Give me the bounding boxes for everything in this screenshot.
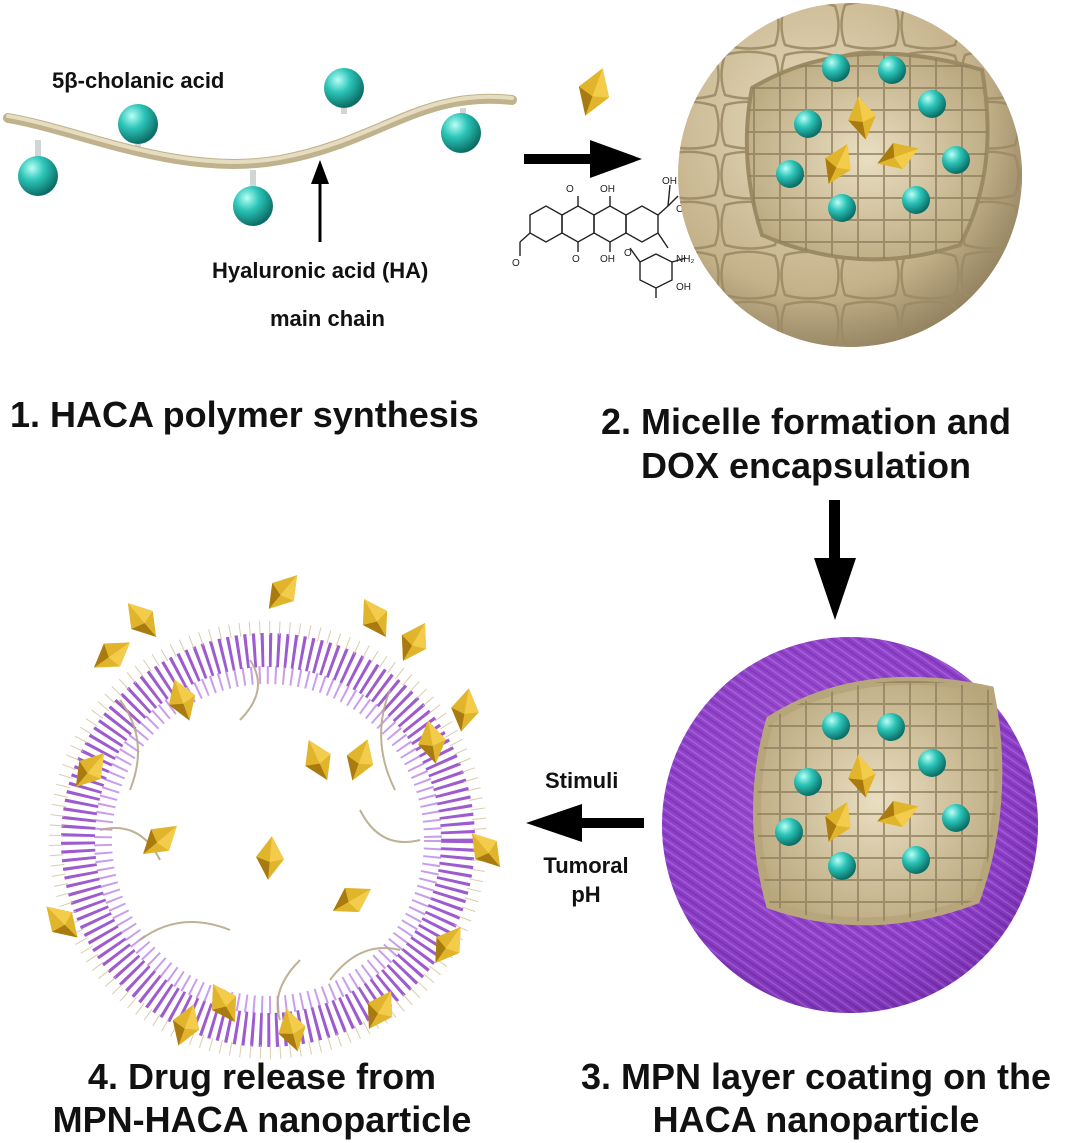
chem-label-oh-2: OH: [600, 254, 615, 265]
ph-label: pH: [571, 882, 601, 907]
step-4-title-line1: 4. Drug release from: [87, 1056, 437, 1097]
cholanic-beads: [18, 68, 481, 226]
nanoparticle-core-beads: [775, 712, 970, 880]
drug-release-particle: [36, 566, 511, 1059]
dox-chemical-structure: O OH O OH O OH OH O NH₂ OH O: [512, 176, 694, 298]
cholanic-acid-label: 5β-cholanic acid: [52, 68, 225, 93]
haca-polymer: [3, 68, 517, 242]
process-arrow-left: [526, 804, 644, 842]
chem-label-nh2: NH₂: [676, 254, 694, 265]
main-chain-label: main chain: [270, 306, 385, 331]
dox-drug-icon: [570, 62, 618, 122]
step-2-title-line1: 2. Micelle formation and: [600, 401, 1012, 442]
chem-label-o-4: O: [624, 248, 632, 259]
step-4-title-line2: MPN-HACA nanoparticle: [52, 1099, 472, 1140]
hyaluronic-acid-label: Hyaluronic acid (HA): [212, 258, 429, 283]
micelle-core-beads: [776, 54, 970, 222]
stimuli-label: Stimuli: [545, 768, 619, 793]
chem-label-o-1: O: [566, 184, 574, 195]
release-fibers: [99, 659, 421, 1021]
step-1-title: 1. HACA polymer synthesis: [10, 394, 479, 435]
chem-label-oh-1: OH: [600, 184, 615, 195]
chem-label-oh-4: OH: [662, 176, 677, 187]
mpn-haca-nanoparticle: [662, 637, 1038, 1013]
chem-label-o-2: O: [572, 254, 580, 265]
process-arrow-down: [814, 500, 856, 620]
step-2-title-line2: DOX encapsulation: [640, 445, 972, 486]
step-3-title-line1: 3. MPN layer coating on the: [580, 1056, 1052, 1097]
chem-label-o-5: O: [512, 258, 520, 269]
process-arrow-right: [524, 140, 642, 178]
ha-pointer-arrow: [311, 160, 329, 242]
haca-micelle: [678, 3, 1022, 347]
chem-label-oh-5: OH: [676, 282, 691, 293]
step-3-title-line2: HACA nanoparticle: [652, 1099, 980, 1140]
ha-main-chain: [3, 93, 517, 169]
tumoral-label: Tumoral: [543, 853, 629, 878]
